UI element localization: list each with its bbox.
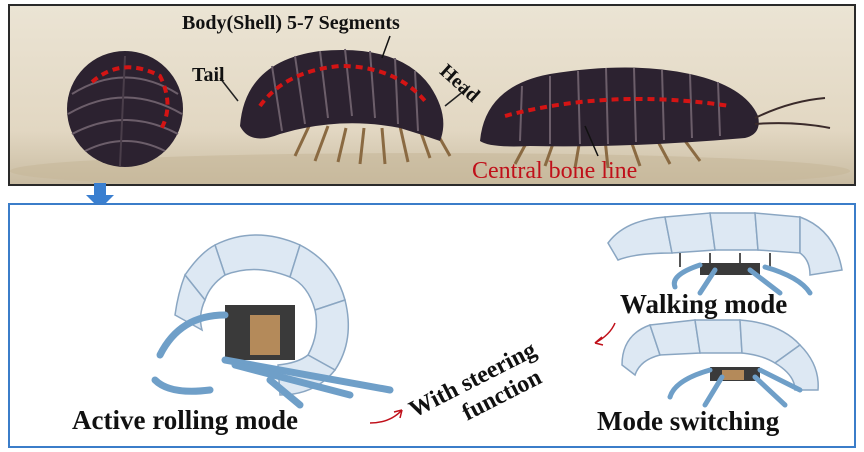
curled-pill-bug <box>219 48 471 165</box>
rolled-pill-bug <box>67 51 183 167</box>
walking-pill-bug <box>480 67 831 169</box>
pill-bug-photo-panel: Body(Shell) 5-7 Segments Tail Head Centr… <box>8 4 856 186</box>
rolling-robot <box>151 234 394 409</box>
robot-illustration <box>151 212 843 424</box>
tail-label: Tail <box>192 64 225 86</box>
robot-renderings-panel: Active rolling mode With steering functi… <box>8 203 856 448</box>
mode-switching-robot <box>621 319 819 408</box>
central-bone-line-label: Central bone line <box>472 158 638 184</box>
mode-transition-arrows <box>369 322 616 424</box>
active-rolling-mode-label: Active rolling mode <box>72 405 298 435</box>
down-arrow-icon <box>86 183 114 209</box>
mode-switching-label: Mode switching <box>597 406 780 436</box>
body-shell-label: Body(Shell) 5-7 Segments <box>182 12 400 34</box>
pill-bug-illustration <box>10 35 850 184</box>
walking-robot <box>607 212 843 296</box>
walking-mode-label: Walking mode <box>620 289 788 319</box>
